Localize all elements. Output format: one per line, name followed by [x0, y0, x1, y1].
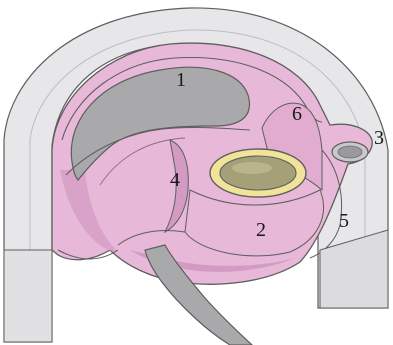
label-5: 5: [339, 211, 349, 231]
central-ring-highlight: [232, 162, 272, 174]
label-3: 3: [374, 128, 384, 148]
label-6: 6: [292, 104, 302, 124]
label-1: 1: [176, 70, 186, 90]
opening-3-inner: [338, 146, 362, 158]
label-4: 4: [170, 170, 180, 190]
lower-left-grey: [4, 250, 52, 342]
label-2: 2: [256, 220, 266, 240]
